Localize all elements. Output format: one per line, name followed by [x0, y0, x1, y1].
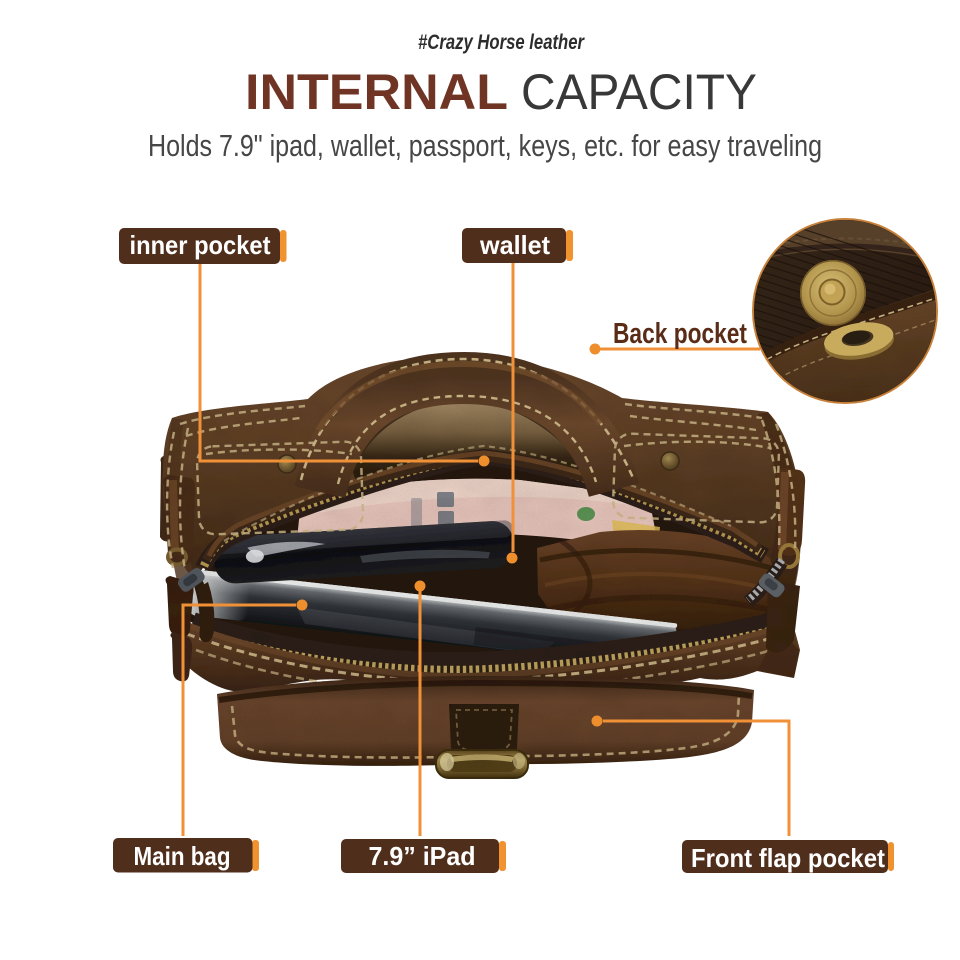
- svg-text:#Crazy Horse leather: #Crazy Horse leather: [418, 31, 585, 54]
- svg-text:Back pocket: Back pocket: [613, 318, 747, 350]
- svg-text:Holds 7.9" ipad, wallet, passp: Holds 7.9" ipad, wallet, passport, keys,…: [148, 128, 822, 163]
- svg-text:inner pocket: inner pocket: [130, 230, 271, 260]
- svg-text:Main bag: Main bag: [134, 841, 231, 871]
- svg-text:Front flap pocket: Front flap pocket: [691, 843, 885, 873]
- svg-text:CAPACITY: CAPACITY: [521, 64, 757, 120]
- svg-text:wallet: wallet: [479, 230, 550, 260]
- svg-text:7.9” iPad: 7.9” iPad: [369, 841, 476, 871]
- svg-text:INTERNAL: INTERNAL: [245, 64, 508, 120]
